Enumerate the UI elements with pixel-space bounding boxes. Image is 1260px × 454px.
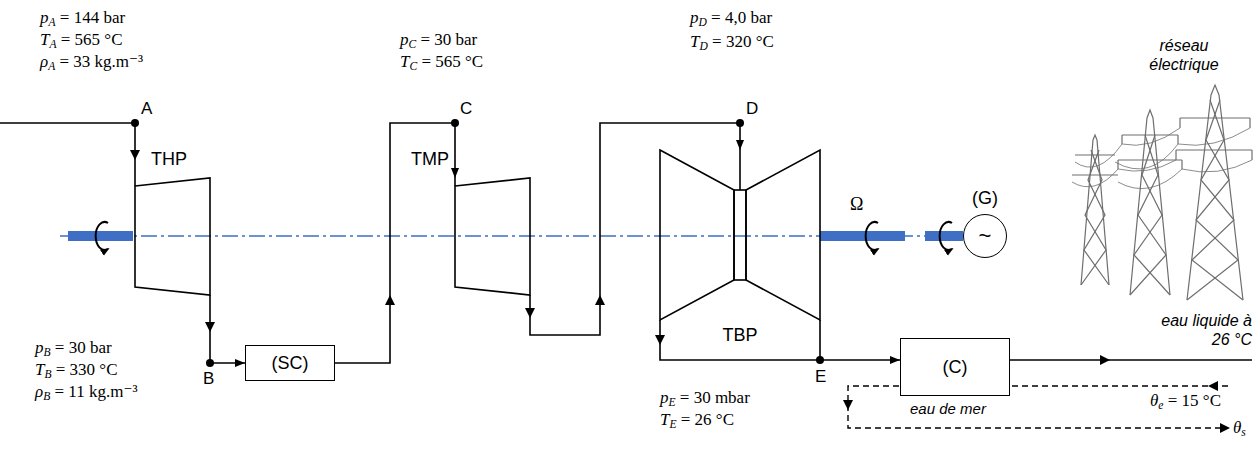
symbol-subscript: C	[409, 38, 417, 51]
pipe-stub	[739, 150, 741, 190]
condensate-pipe	[1010, 359, 1252, 361]
sea-water-in	[1011, 385, 1228, 386]
node-label: TMP	[411, 149, 449, 170]
symbol-letter: p	[660, 388, 669, 407]
annotation-label: B	[203, 369, 214, 389]
turbine-shape	[660, 150, 734, 320]
symbol-subscript: E	[669, 396, 676, 409]
node-label: TBP	[722, 325, 757, 346]
symbol-letter: T	[400, 52, 409, 71]
node-label: (C)	[943, 357, 968, 378]
pylons	[1072, 85, 1252, 300]
steam-pipe	[820, 320, 900, 360]
flow-arrow	[655, 335, 665, 345]
annotation-label: D	[746, 99, 758, 119]
pipe-stub	[454, 178, 456, 186]
symbol-subscript: B	[43, 390, 50, 403]
exhaust-pipe	[660, 320, 820, 360]
symbol-letter: p	[690, 8, 699, 27]
steam-pipe	[210, 295, 245, 363]
annotation-label: eau liquide à 26 °C	[1158, 311, 1252, 349]
symbol-letter: p	[400, 30, 409, 49]
turbine-outline	[455, 178, 530, 295]
symbol-subscript: s	[1241, 426, 1246, 439]
rotation-arrow	[96, 222, 108, 250]
state-parameter: ρA = 33 kg.m⁻³	[40, 52, 143, 74]
node-label: (SC)	[272, 353, 309, 374]
turbine-shape	[135, 178, 210, 295]
state-parameter: pE = 30 mbar	[660, 388, 750, 410]
annotation-label: Ω	[850, 194, 863, 216]
symbol-subscript: C	[409, 60, 417, 73]
annotation-label: A	[141, 99, 152, 119]
symbol-subscript: e	[1158, 399, 1163, 412]
flow-arrow	[1100, 355, 1110, 365]
steam-pipe	[530, 123, 740, 335]
state-parameter: TB = 330 °C	[35, 360, 118, 382]
state-parameter: TC = 565 °C	[400, 52, 483, 74]
symbol-letter: ρ	[35, 382, 43, 401]
reheater-box: (SC)	[245, 345, 335, 381]
turbine-outline	[660, 150, 820, 320]
state-parameter: pA = 144 bar	[40, 8, 125, 30]
flow-arrow	[1208, 381, 1218, 391]
flow-arrow	[843, 400, 853, 410]
state-parameter: pD = 4,0 bar	[690, 8, 772, 30]
symbol-subscript: E	[669, 418, 676, 431]
flow-arrow	[1220, 423, 1230, 433]
symbol-subscript: D	[699, 40, 707, 53]
symbol-subscript: A	[48, 60, 55, 73]
steam-pipe	[335, 123, 455, 363]
symbol-letter: θ	[1233, 418, 1241, 437]
turbine-lp: TBP	[660, 150, 820, 320]
symbol-letter: θ	[1150, 391, 1158, 410]
state-parameter: θs	[1233, 418, 1246, 440]
annotation-label: eau de mer	[910, 400, 986, 418]
shaft-bar	[925, 231, 963, 241]
turbine-shape	[455, 178, 530, 295]
turbine-mp: TMP	[455, 178, 530, 295]
flow-arrow	[130, 150, 140, 160]
turbine-core	[734, 190, 746, 280]
state-parameter: pC = 30 bar	[400, 30, 477, 52]
annotation-label: E	[815, 367, 826, 387]
state-parameter: pB = 30 bar	[35, 338, 112, 360]
symbol-subscript: B	[44, 346, 51, 359]
rotation-arrow	[866, 222, 878, 250]
node-label: (G)	[972, 188, 998, 209]
rotation-arrow	[940, 222, 952, 250]
symbol-subscript: B	[44, 368, 51, 381]
turbine-shape	[746, 150, 820, 320]
shaft-bar	[68, 231, 133, 241]
symbol-letter: T	[40, 30, 49, 49]
turbine-outline	[135, 178, 210, 295]
turbine-hp: THP	[135, 178, 210, 295]
symbol-subscript: D	[699, 16, 707, 29]
state-parameter: θe = 15 °C	[1150, 391, 1221, 413]
symbol-letter: T	[35, 360, 44, 379]
state-parameter: TD = 320 °C	[690, 32, 774, 54]
annotation-label: C	[460, 99, 472, 119]
state-parameter: TA = 565 °C	[40, 30, 123, 52]
node-label: THP	[151, 149, 187, 170]
state-parameter: TE = 26 °C	[660, 410, 734, 432]
generator-circle: (G)~	[963, 214, 1007, 258]
annotation-label: réseau électrique	[1134, 36, 1234, 74]
symbol-subscript: A	[49, 38, 56, 51]
symbol-letter: p	[40, 8, 49, 27]
steam-inlet	[0, 123, 135, 186]
junction-dot	[131, 119, 139, 127]
condenser-box: (C)	[900, 338, 1010, 396]
symbol-letter: ρ	[40, 52, 48, 71]
symbol-letter: T	[660, 410, 669, 429]
symbol-letter: T	[690, 32, 699, 51]
symbol-subscript: A	[49, 16, 56, 29]
state-parameter: ρB = 11 kg.m⁻³	[35, 382, 137, 404]
node-label: ~	[979, 223, 992, 248]
symbol-letter: p	[35, 338, 44, 357]
shaft-bar	[820, 231, 905, 241]
